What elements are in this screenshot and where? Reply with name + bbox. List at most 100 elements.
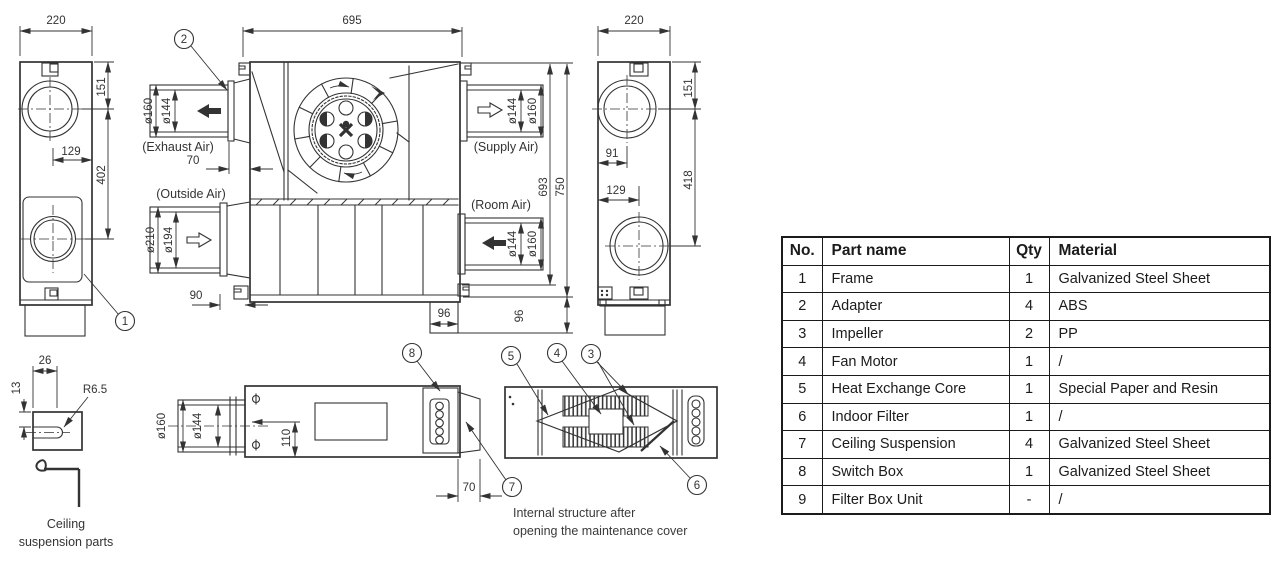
drain-tab (429, 301, 459, 334)
suspension-hook (233, 62, 472, 300)
cell-no: 2 (781, 292, 823, 321)
cell-part-name: Filter Box Unit (821, 485, 1010, 515)
callout-6: 6 (686, 474, 708, 496)
dim-side-offset1: 91 (606, 148, 619, 160)
table-header-row: No. Part name Qty Material (781, 236, 1271, 266)
dim-tab-width: 96 (438, 308, 451, 320)
airflow-arrow-left-icon (197, 104, 221, 118)
cell-qty: 1 (1008, 374, 1050, 404)
dim-side-offset2: 129 (606, 185, 625, 197)
cell-part-name: Heat Exchange Core (821, 374, 1010, 404)
maintenance-cover-window (314, 402, 388, 441)
cell-qty: 2 (1008, 319, 1050, 349)
dim-front-upper: 151 (96, 77, 108, 96)
cell-part-name: Fan Motor (821, 347, 1010, 376)
col-header-no: No. (781, 236, 823, 266)
callout-7: 7 (501, 476, 523, 498)
cell-no: 4 (781, 347, 823, 376)
duct-collar (24, 304, 86, 337)
col-header-material: Material (1048, 236, 1271, 266)
cell-material: Special Paper and Resin (1048, 374, 1271, 404)
callout-8: 8 (401, 342, 423, 364)
internal-caption-line1: Internal structure after (513, 506, 635, 520)
cell-material: / (1048, 347, 1271, 376)
svg-text:1: 1 (122, 316, 128, 328)
cell-qty: 1 (1008, 402, 1050, 432)
cell-material: Galvanized Steel Sheet (1048, 430, 1271, 459)
cell-part-name: Adapter (821, 292, 1010, 321)
dim-bottom-od: ø160 (156, 413, 168, 439)
indoor-filter (640, 420, 675, 452)
exhaust-air-label: (Exhaust Air) (142, 140, 214, 154)
dim-outside-od: ø210 (145, 227, 157, 253)
svg-text:6: 6 (694, 480, 700, 492)
dim-front-offset: 129 (61, 146, 80, 158)
cell-qty: 4 (1008, 430, 1050, 459)
front-end-view: 220 151 402 129 1 (18, 15, 136, 337)
cell-material: / (1048, 402, 1271, 432)
screw-icon (251, 393, 261, 451)
end-flange (457, 391, 481, 454)
cell-no: 8 (781, 457, 823, 487)
parts-table: No. Part name Qty Material 1 Frame 1 Gal… (781, 236, 1271, 515)
cell-material: PP (1048, 319, 1271, 349)
dim-flange-length: 70 (463, 482, 476, 494)
dim-exhaust-id: ø144 (161, 97, 173, 124)
suspension-bracket-detail: 26 13 R6.5 Ceiling suspension parts (11, 355, 113, 549)
cell-qty: 1 (1008, 264, 1050, 294)
outside-air-port: ø210 ø194 (Outside Air) 90 (145, 187, 268, 310)
table-row: 4 Fan Motor 1 / (781, 347, 1271, 376)
cell-qty: 1 (1008, 347, 1050, 376)
airflow-arrow-left-icon (482, 236, 506, 250)
terminal-block (687, 395, 705, 447)
dim-tab-height: 96 (514, 310, 526, 323)
callout-2: 2 (173, 28, 195, 50)
cell-material: Galvanized Steel Sheet (1048, 264, 1271, 294)
dim-supply-id: ø144 (507, 97, 519, 124)
internal-caption-line2: opening the maintenance cover (513, 524, 687, 538)
cell-no: 7 (781, 430, 823, 459)
cell-material: ABS (1048, 292, 1271, 321)
outside-air-label: (Outside Air) (156, 187, 225, 201)
cell-part-name: Frame (821, 264, 1010, 294)
cell-material: / (1048, 485, 1271, 515)
svg-text:3: 3 (588, 349, 594, 361)
dim-main-height-total: 750 (555, 177, 567, 196)
cell-part-name: Impeller (821, 319, 1010, 349)
dim-adapter-length: 70 (187, 155, 200, 167)
svg-text:7: 7 (509, 482, 515, 494)
dim-front-width: 220 (46, 15, 65, 27)
callout-3: 3 (580, 343, 602, 365)
main-section-view: 96 ø160 ø144 (Exhaust Air) 70 (142, 15, 573, 334)
internal-structure-view: 5 4 3 6 Internal structure after opening… (500, 342, 718, 538)
airflow-arrow-right-icon (186, 232, 213, 248)
cell-no: 1 (781, 264, 823, 294)
airflow-arrow-right-icon (477, 102, 504, 118)
dim-side-upper: 151 (683, 78, 695, 97)
dim-exhaust-od: ø160 (143, 98, 155, 124)
col-header-qty: Qty (1008, 236, 1050, 266)
dim-side-lower: 418 (683, 170, 695, 189)
cell-qty: 4 (1008, 292, 1050, 321)
svg-text:4: 4 (554, 348, 561, 360)
dim-outside-id: ø194 (163, 226, 175, 253)
table-row: 6 Indoor Filter 1 / (781, 402, 1271, 432)
dim-outside-length: 90 (190, 290, 203, 302)
dim-side-width: 220 (624, 15, 643, 27)
table-row: 1 Frame 1 Galvanized Steel Sheet (781, 264, 1271, 294)
table-row: 2 Adapter 4 ABS (781, 292, 1271, 321)
table-row: 5 Heat Exchange Core 1 Special Paper and… (781, 374, 1271, 404)
exhaust-port: ø160 ø144 (Exhaust Air) 70 (142, 78, 273, 174)
cell-no: 6 (781, 402, 823, 432)
dim-main-height-inner: 693 (538, 177, 550, 196)
cell-part-name: Ceiling Suspension (821, 430, 1010, 459)
table-row: 9 Filter Box Unit - / (781, 485, 1271, 515)
table-row: 7 Ceiling Suspension 4 Galvanized Steel … (781, 430, 1271, 459)
dim-bottom-inset: 110 (281, 429, 293, 447)
dim-bottom-id: ø144 (192, 412, 204, 439)
dim-main-width: 695 (342, 15, 361, 27)
suspension-caption-line1: Ceiling (47, 517, 85, 531)
callout-1: 1 (114, 310, 136, 332)
supply-air-label: (Supply Air) (474, 140, 539, 154)
